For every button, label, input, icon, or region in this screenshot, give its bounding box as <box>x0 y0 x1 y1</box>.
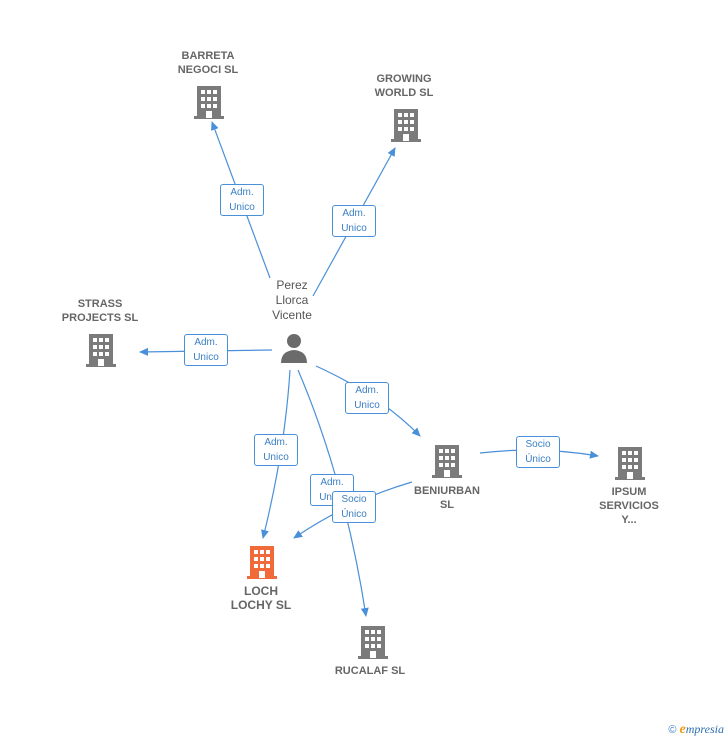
relation-beniurban-loch: Socio Único <box>332 491 376 523</box>
relation-loch: Adm. Unico <box>254 434 298 466</box>
ipsum-label[interactable]: IPSUM SERVICIOS Y... <box>599 486 659 526</box>
ipsum-building-icon[interactable] <box>614 445 646 481</box>
growing-label[interactable]: GROWING WORLD SL <box>374 73 434 99</box>
brand-footer[interactable]: © empresia <box>668 722 724 738</box>
brand-logo-e: e <box>679 722 686 737</box>
relation-beniurban: Adm. Unico <box>345 382 389 414</box>
loch-building-icon[interactable] <box>246 544 278 580</box>
growing-building-icon[interactable] <box>390 107 422 143</box>
rucalaf-building-icon[interactable] <box>357 624 389 660</box>
loch-label[interactable]: LOCH LOCHY SL <box>230 584 292 612</box>
barreta-label[interactable]: BARRETA NEGOCI SL <box>177 50 239 76</box>
relation-beniurban-ipsum: Socio Único <box>516 436 560 468</box>
rucalaf-label[interactable]: RUCALAF SL <box>334 665 406 677</box>
person-icon[interactable] <box>279 332 309 364</box>
beniurban-building-icon[interactable] <box>431 443 463 479</box>
copyright-symbol: © <box>668 724 677 736</box>
barreta-building-icon[interactable] <box>193 84 225 120</box>
relation-barreta: Adm. Unico <box>220 184 264 216</box>
relation-growing: Adm. Unico <box>332 205 376 237</box>
strass-label[interactable]: STRASS PROJECTS SL <box>61 298 139 324</box>
person-label[interactable]: Perez Llorca Vicente <box>272 278 312 322</box>
brand-name: mpresia <box>685 722 724 736</box>
strass-building-icon[interactable] <box>85 332 117 368</box>
relation-strass: Adm. Unico <box>184 334 228 366</box>
beniurban-label[interactable]: BENIURBAN SL <box>414 485 480 511</box>
